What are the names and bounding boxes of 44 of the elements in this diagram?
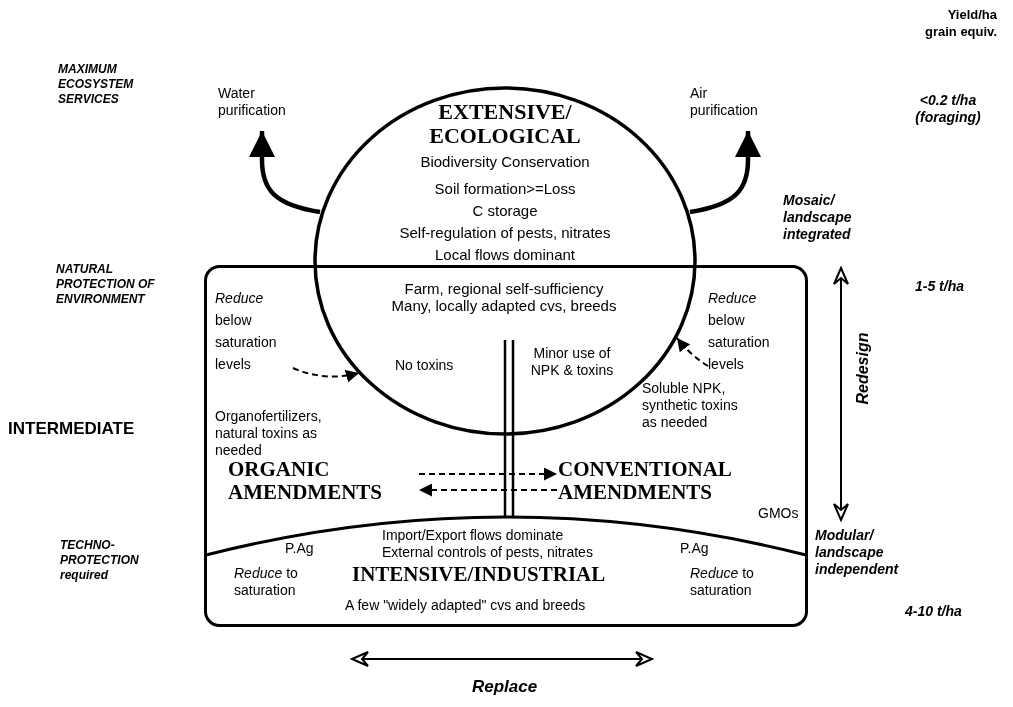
text-label: Local flows dominant	[433, 246, 577, 263]
text-label: P.Ag	[680, 540, 710, 557]
note-text: Reduce below saturation levels	[708, 287, 786, 375]
text-label: Soil formation>=Loss	[433, 180, 577, 197]
text-label: Minor use of NPK & toxins	[529, 345, 615, 379]
text-label: Mosaic/ landscape integrated	[783, 192, 853, 243]
text-label: P.Ag	[285, 540, 315, 557]
text-label: 1-5 t/ha	[915, 278, 964, 295]
text-label: Replace	[472, 678, 538, 695]
dashed-arrow	[418, 483, 558, 497]
text-label: Biodiversity Conservation	[419, 153, 591, 170]
output-label: Air purification	[690, 85, 775, 119]
text-label: TECHNO-PROTECTION required	[60, 538, 140, 583]
text-label: C storage	[471, 202, 539, 219]
text-label: No toxins	[395, 357, 454, 374]
text-label: Farm, regional self-sufficiency Many, locally adapted cvs, breeds	[390, 280, 618, 314]
text-label: INTERMEDIATE	[8, 420, 135, 437]
text-label: <0.2 t/ha (foraging)	[914, 92, 982, 126]
text-label: NATURAL PROTECTION OF ENVIRONMENT	[56, 262, 156, 307]
note-text: Reduce below saturation levels	[215, 287, 293, 375]
circle-heading: EXTENSIVE/ ECOLOGICAL	[428, 100, 582, 148]
section-heading: CONVENTIONAL AMENDMENTS	[558, 458, 798, 504]
text-label: Organofertilizers, natural toxins as needed	[215, 408, 323, 459]
text-label: Soluble NPK, synthetic toxins as needed	[642, 380, 739, 431]
text-label: 4-10 t/ha	[905, 603, 962, 620]
dashed-arrow	[676, 337, 709, 367]
text-label: Redesign	[853, 332, 871, 405]
dashed-arrow	[418, 467, 558, 481]
arrow	[249, 131, 321, 215]
text-label: Self-regulation of pests, nitrates	[398, 224, 612, 241]
text-label: MAXIMUM ECOSYSTEM SERVICES	[58, 62, 135, 107]
dashed-arrow	[292, 367, 360, 383]
text-label: Reduce to saturation	[234, 565, 299, 599]
text-label: Import/Export flows dominate External controls of pests, nitrates	[382, 527, 594, 561]
arrow	[689, 131, 761, 215]
output-label: Water purification	[218, 85, 318, 119]
rounded-frame	[204, 265, 808, 627]
text-label: Reduce to saturation	[690, 565, 755, 599]
section-heading: ORGANIC AMENDMENTS	[228, 458, 418, 504]
text-label: GMOs	[758, 505, 800, 522]
text-label: Yield/ha grain equiv.	[924, 6, 997, 40]
section-heading: INTENSIVE/INDUSTRIAL	[352, 563, 607, 586]
text-label: A few "widely adapted" cvs and breeds	[345, 597, 587, 614]
text-label: Modular/ landscape independent	[815, 527, 900, 578]
